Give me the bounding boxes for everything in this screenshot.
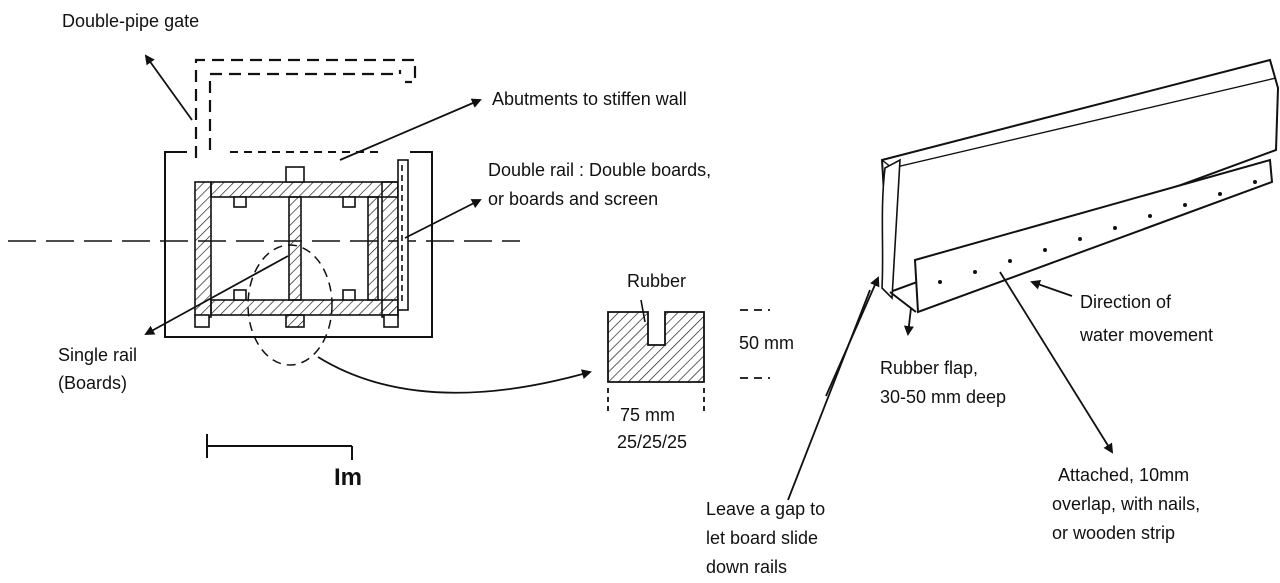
abutments-label: Abutments to stiffen wall <box>492 89 687 109</box>
stop-log-board <box>880 58 1280 300</box>
direction-arrow <box>1030 279 1073 297</box>
gap-label-2: let board slide <box>706 528 819 548</box>
attached-label-3: or wooden strip <box>1052 523 1176 543</box>
single-rail-label-2: (Boards) <box>58 373 128 393</box>
single-rail-arrow <box>144 255 289 335</box>
rail-cross-section <box>607 299 770 412</box>
scale-label: Im <box>334 464 363 491</box>
double-rail-label-2: or boards and screen <box>488 189 659 209</box>
rubber-flap-arrow <box>903 307 914 336</box>
rubber-flap-label-2: 30-50 mm deep <box>880 387 1007 407</box>
scale-bar <box>206 434 353 460</box>
single-rail-label-1: Single rail <box>58 345 138 365</box>
detail-arrow <box>317 356 592 394</box>
double-pipe-gate-arrow <box>144 54 193 121</box>
split-dimension-label: 25/25/25 <box>617 432 688 452</box>
direction-label-2: water movement <box>1080 325 1214 345</box>
outer-wall <box>164 151 433 338</box>
gap-label-3: down rails <box>706 557 788 577</box>
attached-label-2: overlap, with nails, <box>1052 494 1201 514</box>
abutments-arrow <box>339 98 482 161</box>
double-rail-arrow <box>404 199 482 239</box>
rubber-flap-label-1: Rubber flap, <box>880 358 979 378</box>
direction-label-1: Direction of <box>1080 292 1172 312</box>
attached-label-1: Attached, 10mm <box>1058 465 1190 485</box>
gate-structure <box>194 159 409 328</box>
gap-label-1: Leave a gap to <box>706 499 826 519</box>
double-rail-label-1: Double rail : Double boards, <box>488 160 712 180</box>
nail-holes <box>938 180 1257 284</box>
gap-arrow-head <box>825 276 880 397</box>
gap-arrow <box>787 289 871 501</box>
width-dimension-label: 75 mm <box>620 405 676 425</box>
double-pipe-gate-outline <box>194 58 417 158</box>
detail-circle <box>247 244 333 366</box>
attached-arrow <box>999 271 1114 454</box>
height-dimension-label: 50 mm <box>739 333 795 353</box>
rubber-label: Rubber <box>627 271 687 291</box>
double-pipe-gate-label: Double-pipe gate <box>62 11 200 31</box>
